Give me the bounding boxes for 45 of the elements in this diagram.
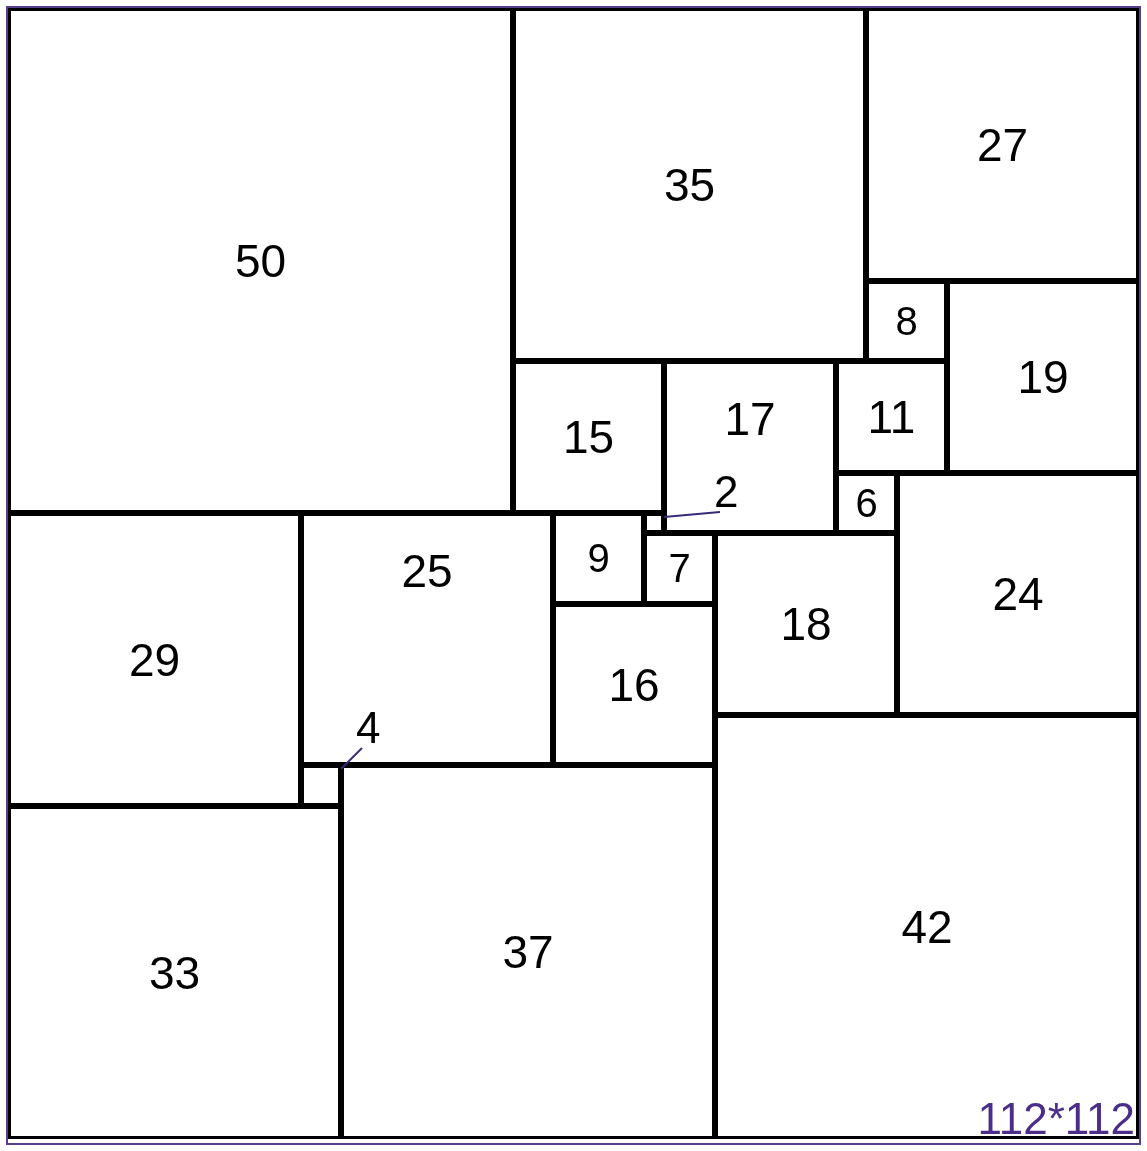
- square-tile: [513, 8, 866, 361]
- size-number: 4: [356, 706, 381, 750]
- size-number: 6: [855, 480, 878, 526]
- size-number: 8: [895, 298, 918, 344]
- size-number: 33: [148, 945, 201, 1000]
- size-number: 19: [1017, 350, 1069, 404]
- square-tile: [836, 361, 947, 473]
- square-tile: [513, 361, 664, 513]
- square-tile: [715, 533, 897, 715]
- leader-line: [340, 747, 363, 770]
- square-tile: [8, 8, 513, 513]
- size-number: 27: [976, 117, 1029, 172]
- square-tile: [341, 765, 715, 1139]
- square-tile: [8, 513, 301, 806]
- size-number: 7: [668, 546, 691, 591]
- size-number: 9: [587, 536, 610, 581]
- square-tile: [947, 281, 1139, 473]
- size-number: 29: [128, 632, 181, 687]
- square-tile: [301, 765, 341, 806]
- square-tile: [553, 513, 644, 604]
- size-number: 42: [901, 900, 953, 954]
- square-tile: [897, 473, 1139, 715]
- size-number: 24: [992, 567, 1044, 621]
- size-number: 18: [780, 597, 832, 651]
- square-tile: [8, 806, 341, 1139]
- size-number: 2: [714, 470, 739, 514]
- size-number: 35: [663, 157, 716, 212]
- square-tile: [866, 8, 1139, 281]
- size-number: 25: [401, 544, 453, 598]
- square-tile: [301, 513, 553, 765]
- square-tile: [836, 473, 897, 533]
- size-number: 11: [867, 390, 916, 444]
- size-number: 50: [234, 233, 287, 288]
- square-tile: [664, 361, 836, 533]
- size-number: 17: [724, 392, 776, 446]
- square-tile: [644, 513, 664, 533]
- leader-line: [663, 511, 721, 518]
- size-number: 16: [608, 657, 660, 712]
- size-number: 15: [562, 410, 615, 464]
- square-tile: [866, 281, 947, 361]
- dimension-note: 112*112: [977, 1097, 1135, 1141]
- size-number: 37: [502, 925, 554, 979]
- square-tile: [553, 604, 715, 765]
- square-tile: [715, 715, 1139, 1139]
- square-tile: [644, 533, 715, 604]
